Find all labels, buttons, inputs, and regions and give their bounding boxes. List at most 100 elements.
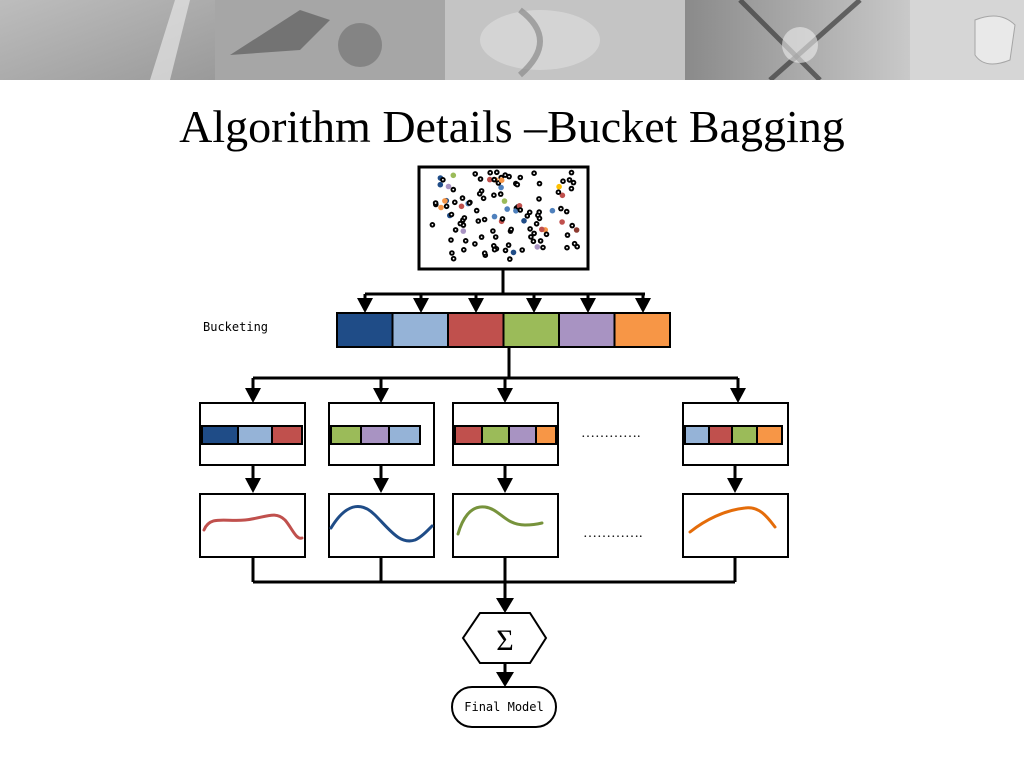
model-curve xyxy=(456,505,544,536)
subsample-bucket xyxy=(708,425,733,445)
data-point-highlight xyxy=(462,248,465,251)
slide-title: Algorithm Details –Bucket Bagging xyxy=(179,101,845,152)
model-boxes xyxy=(199,493,789,558)
data-point-highlight xyxy=(504,249,507,252)
data-point xyxy=(521,218,527,224)
subsample-bucket xyxy=(388,425,421,445)
data-point xyxy=(450,172,457,179)
subsample-bucket xyxy=(731,425,758,445)
sum-symbol: Σ xyxy=(496,624,513,657)
bucketing-label: Bucketing xyxy=(203,320,268,334)
data-point-highlight xyxy=(493,248,496,251)
data-point-highlight xyxy=(516,183,519,186)
data-point-highlight xyxy=(533,232,535,235)
model-arrowhead xyxy=(497,478,513,493)
data-point-highlight xyxy=(479,178,482,180)
data-point-highlight xyxy=(562,180,564,183)
data-point-highlight xyxy=(452,188,455,191)
data-point-highlight xyxy=(572,181,575,184)
data-point-highlight xyxy=(570,187,573,190)
data-point-highlight xyxy=(492,244,495,247)
data-point xyxy=(504,206,511,212)
bucket-segment xyxy=(558,312,616,348)
data-point xyxy=(442,198,448,204)
data-point-highlight xyxy=(431,223,434,226)
data-point-highlight xyxy=(480,236,483,239)
data-point-highlight xyxy=(475,209,478,212)
data-point xyxy=(498,177,505,183)
data-point xyxy=(516,203,523,209)
data-point xyxy=(534,244,541,250)
data-point-highlight xyxy=(474,173,477,175)
subsample-ellipsis: …………. xyxy=(581,426,641,441)
data-point-highlight xyxy=(445,205,448,208)
subsample-bucket xyxy=(271,425,303,445)
data-point xyxy=(458,203,465,210)
header-banner-image xyxy=(0,0,1024,80)
data-point-highlight xyxy=(538,217,541,220)
data-point xyxy=(460,228,467,234)
model-arrowhead xyxy=(727,478,743,493)
data-point-highlight xyxy=(566,234,569,237)
bucketing-arrows xyxy=(365,269,645,296)
bucket-bar xyxy=(336,312,671,348)
data-point-highlight xyxy=(533,172,535,175)
bucket-segment xyxy=(447,312,505,348)
data-point xyxy=(549,207,556,214)
bucket-arrowheads xyxy=(357,294,651,313)
data-point-highlight xyxy=(508,258,511,260)
data-point xyxy=(539,226,545,233)
data-point-highlight xyxy=(573,242,576,245)
data-point-highlight xyxy=(464,239,467,242)
data-point-highlight xyxy=(478,192,481,195)
data-point-highlight xyxy=(480,190,483,192)
data-point-highlight xyxy=(483,252,486,255)
bucket-arrowhead xyxy=(526,298,542,313)
subsample-bucket xyxy=(237,425,273,445)
data-point-highlight xyxy=(571,224,574,227)
model-curve xyxy=(202,513,304,540)
data-point-highlight xyxy=(519,176,522,179)
data-point-highlight xyxy=(508,175,510,178)
data-point-highlight xyxy=(474,243,476,245)
data-point xyxy=(559,219,565,225)
data-point-highlight xyxy=(492,230,494,232)
model-curve xyxy=(688,506,777,534)
final-arrowhead xyxy=(496,672,514,687)
model-arrowheads xyxy=(245,465,743,493)
data-point-highlight xyxy=(452,257,455,260)
data-point-highlight xyxy=(463,217,466,219)
data-point-highlight xyxy=(537,214,539,217)
bucket-segment xyxy=(391,312,449,348)
subsample-arrowhead xyxy=(373,388,389,403)
data-point-highlight xyxy=(494,236,497,238)
data-point-highlight xyxy=(499,193,502,196)
data-point-highlight xyxy=(576,245,579,248)
bucket-segment xyxy=(613,312,671,348)
data-point xyxy=(510,249,517,256)
subsample-arrows xyxy=(253,346,738,380)
data-point-highlight xyxy=(454,229,457,231)
bucket-arrowhead xyxy=(635,298,651,313)
data-point-highlight xyxy=(501,218,504,220)
data-point-highlight xyxy=(566,246,568,249)
bucket-segment xyxy=(336,312,394,348)
data-point-highlight xyxy=(526,215,529,217)
data-point-highlight xyxy=(538,211,541,214)
model-box xyxy=(452,493,559,558)
data-point-highlight xyxy=(532,240,535,243)
data-point-highlight xyxy=(545,233,548,236)
subsample-bucket xyxy=(330,425,362,445)
data-point-highlight xyxy=(565,210,568,213)
data-point-highlight xyxy=(462,224,465,227)
subsample-arrowhead xyxy=(730,388,746,403)
subsample-bucket xyxy=(756,425,783,445)
dataset-points xyxy=(429,169,580,262)
bucket-arrowhead xyxy=(580,298,596,313)
data-point-highlight xyxy=(495,171,498,174)
data-point-highlight xyxy=(507,244,510,247)
data-point-highlight xyxy=(477,220,480,222)
data-point-highlight xyxy=(542,246,544,249)
data-point-highlight xyxy=(538,182,541,185)
